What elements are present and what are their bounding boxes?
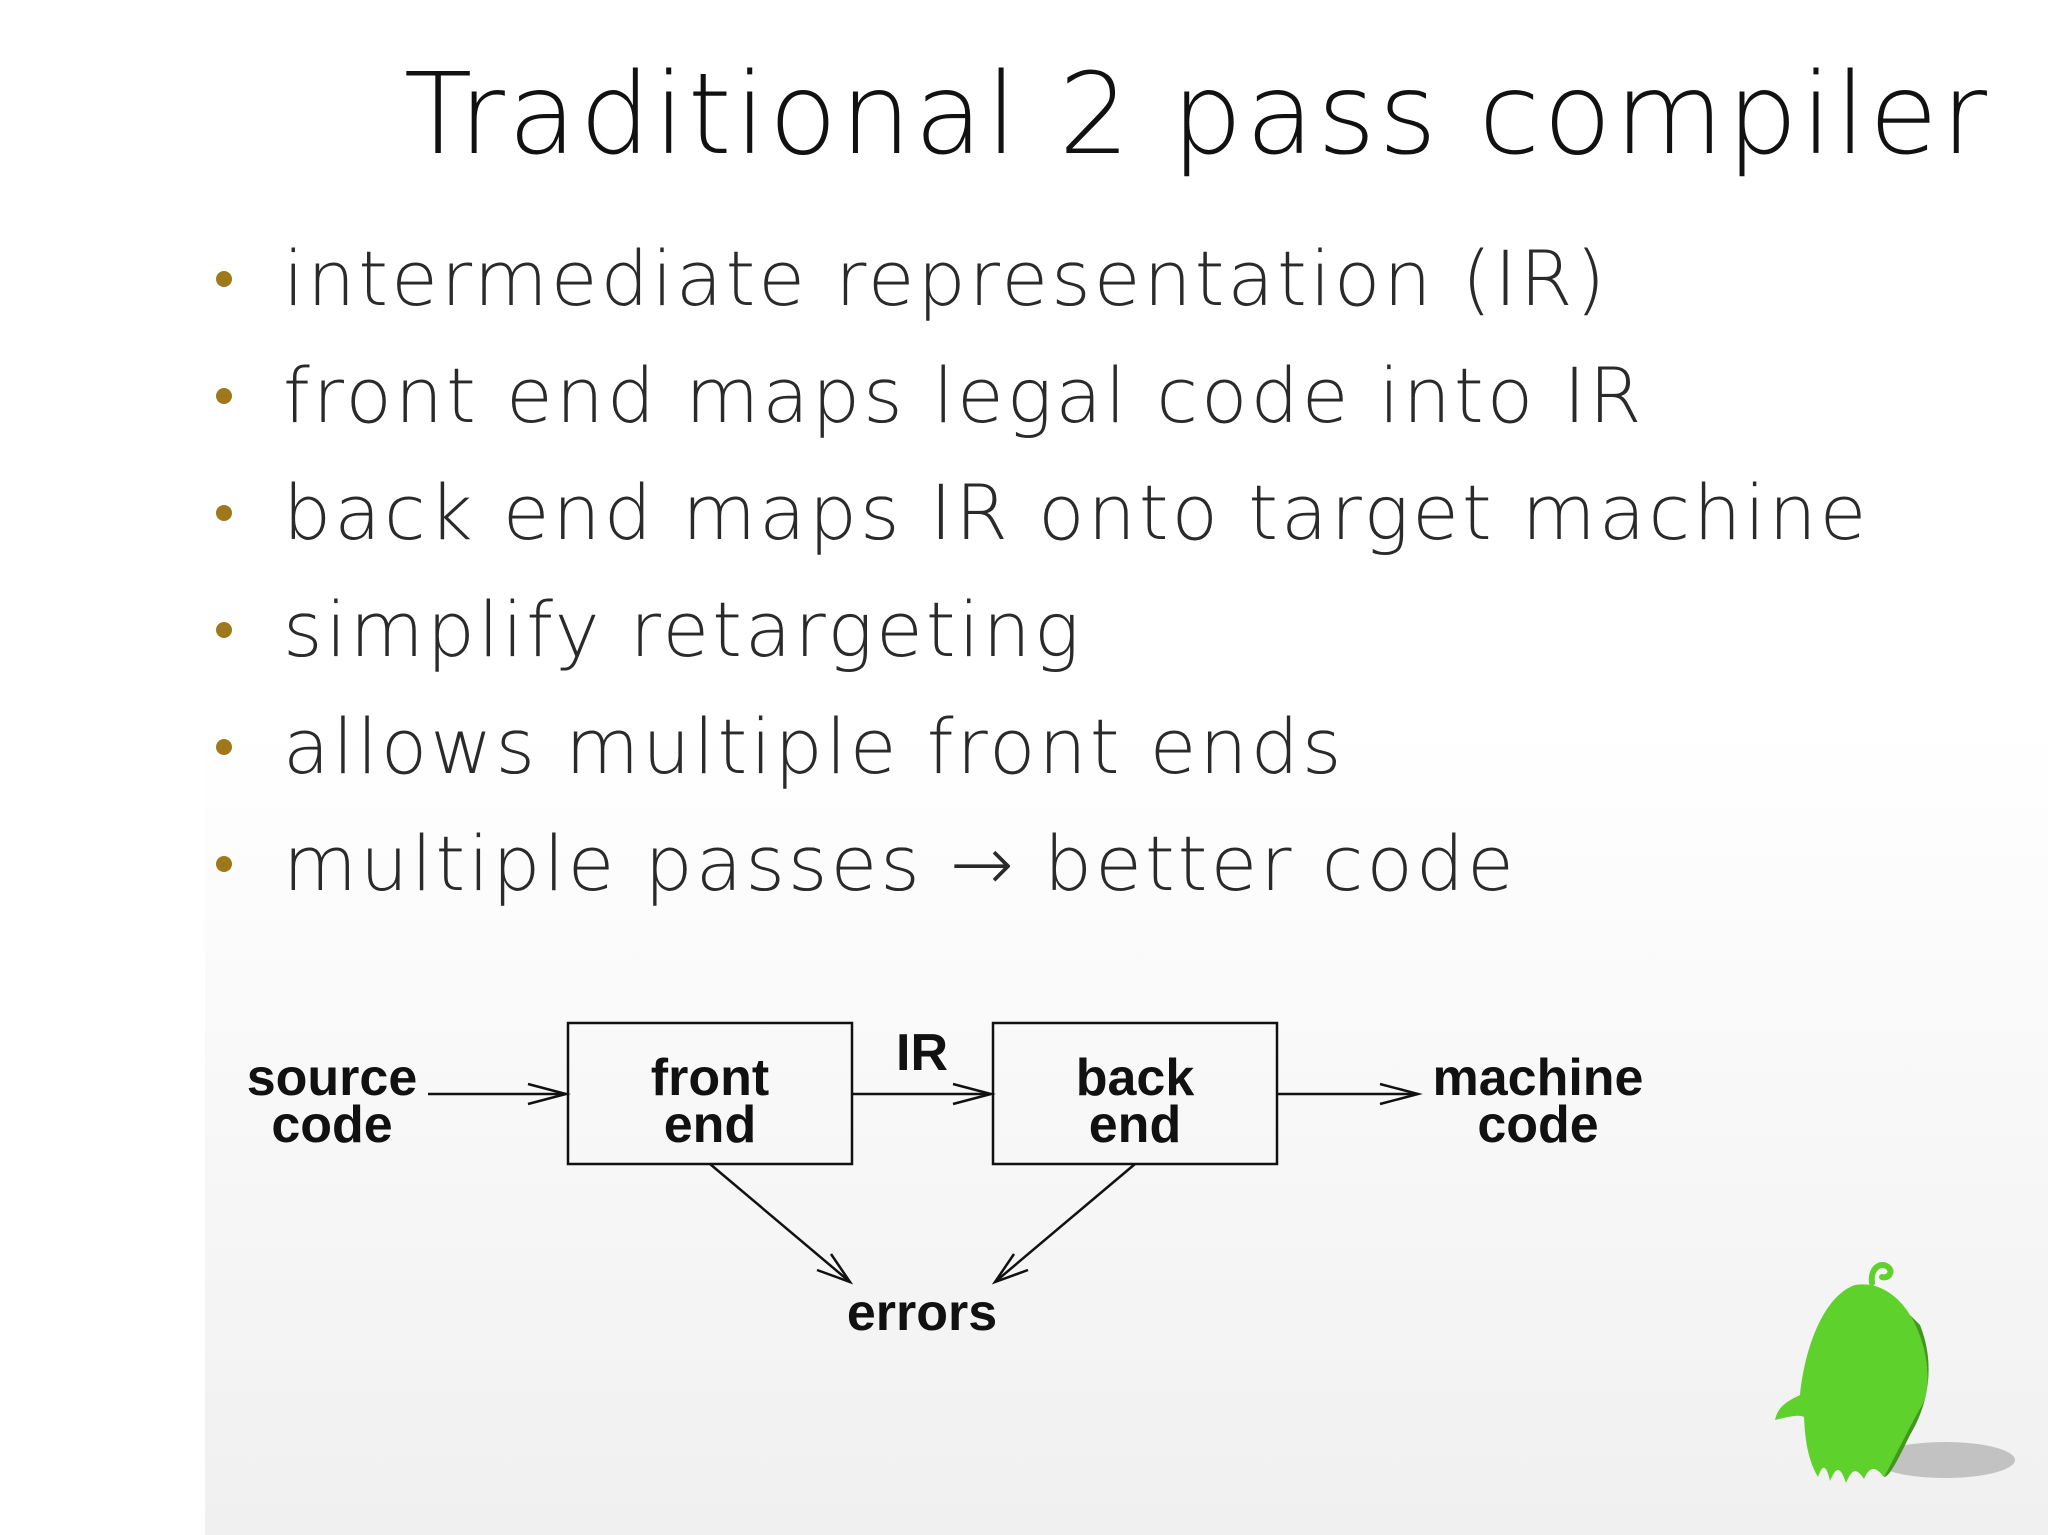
bullet-text: front end maps legal code into IR: [283, 351, 1645, 440]
bullet-text: back end maps IR onto target machine: [283, 468, 1870, 557]
back-to-errors-arrow: [994, 1163, 1136, 1283]
bullet-dot-icon: [216, 387, 232, 404]
slide-title: Traditional 2 pass compiler: [403, 50, 1990, 180]
bullet-text: intermediate representation (IR): [283, 234, 1609, 323]
bullet-text: allows multiple front ends: [283, 702, 1345, 791]
arrowhead-icon: [1379, 1082, 1423, 1106]
bullet-dot-icon: [216, 738, 232, 755]
bullet-item: multiple passes → better code: [205, 805, 1869, 922]
errors-label: errors: [847, 1284, 997, 1342]
bullet-item: front end maps legal code into IR: [205, 337, 1869, 454]
bullet-text: multiple passes → better code: [283, 819, 1517, 908]
bullet-dot-icon: [216, 855, 232, 872]
bullet-item: simplify retargeting: [205, 571, 1869, 688]
front-end-label: front: [651, 1049, 769, 1107]
bullet-item: back end maps IR onto target machine: [205, 454, 1869, 571]
back-end-label: end: [1089, 1096, 1181, 1154]
machine-code-label: machine: [1433, 1049, 1644, 1107]
arrowhead-icon: [527, 1082, 571, 1106]
ir-edge-label: IR: [896, 1024, 948, 1082]
source-code-label: source: [247, 1049, 418, 1107]
bullet-list: intermediate representation (IR) front e…: [205, 220, 1869, 922]
bullet-dot-icon: [216, 621, 232, 638]
machine-code-label: code: [1477, 1096, 1598, 1154]
slide-background: [205, 720, 2048, 1535]
bullet-dot-icon: [216, 270, 232, 287]
front-to-errors-arrow: [709, 1163, 851, 1283]
arrowhead-icon: [991, 1253, 1029, 1285]
bullet-item: intermediate representation (IR): [205, 220, 1869, 337]
arrowhead-icon: [952, 1082, 996, 1106]
bullet-item: allows multiple front ends: [205, 688, 1869, 805]
bullet-text: simplify retargeting: [283, 585, 1083, 674]
green-ghost-mascot-icon: [1775, 1262, 2015, 1483]
source-code-label: code: [271, 1096, 392, 1154]
back-end-label: back: [1076, 1049, 1195, 1107]
bullet-dot-icon: [216, 504, 232, 521]
arrowhead-icon: [816, 1253, 854, 1285]
front-end-label: end: [664, 1096, 756, 1154]
